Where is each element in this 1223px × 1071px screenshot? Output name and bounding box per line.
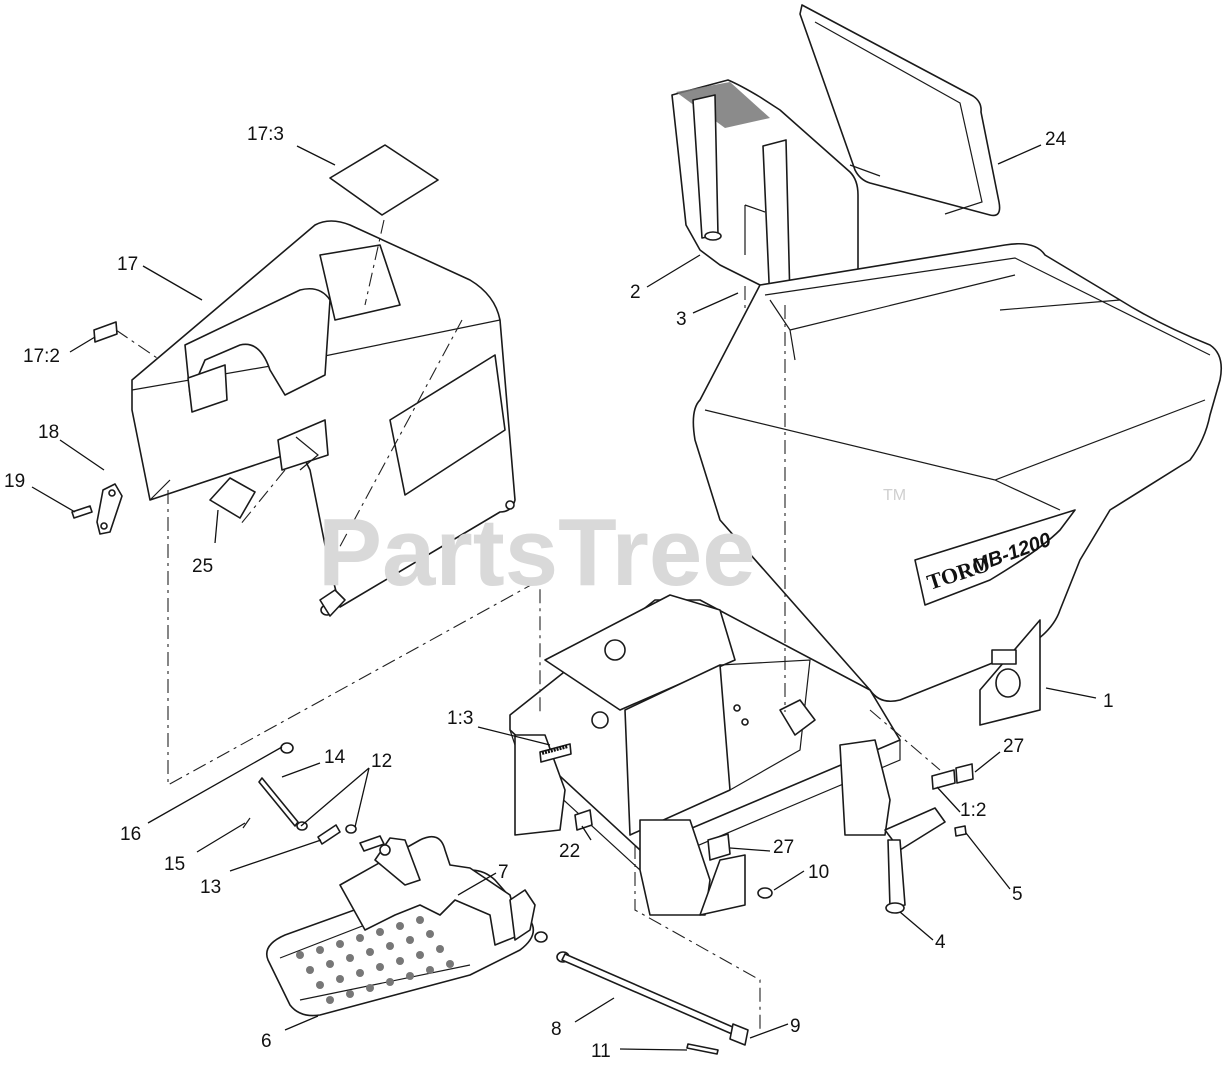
callout-17-2: 17:2	[23, 346, 60, 367]
callout-16: 16	[120, 824, 141, 845]
callout-22: 22	[559, 841, 580, 862]
frame-chassis	[509, 594, 901, 916]
callout-18: 18	[38, 422, 59, 443]
part-16-ring	[280, 742, 294, 754]
part-pivot-pin	[359, 835, 385, 852]
callout-24: 24	[1045, 129, 1067, 150]
assembly-centerlines	[115, 219, 941, 1030]
callout-4: 4	[935, 932, 946, 953]
callout-25: 25	[192, 556, 213, 577]
part-25-decal	[209, 477, 256, 519]
callout-3: 3	[676, 309, 687, 330]
part-17-2-decal	[93, 321, 118, 343]
part-10-washer	[757, 887, 773, 899]
part-5-bolt	[954, 825, 967, 837]
callout-10: 10	[808, 862, 829, 883]
callout-15: 15	[164, 854, 185, 875]
part-11-cotter	[686, 1043, 719, 1055]
callout-1-3: 1:3	[447, 708, 473, 729]
part-13-spring	[317, 824, 341, 845]
part-22-decal	[574, 809, 593, 831]
callout-2: 2	[630, 282, 641, 303]
leader-lines	[31, 144, 1097, 1051]
part-1-2-decal	[931, 769, 956, 790]
callout-6: 6	[261, 1031, 272, 1052]
callout-19: 19	[4, 471, 25, 492]
part-12-washer-b	[345, 824, 357, 834]
part-6-step	[266, 869, 535, 1017]
callout-27-upper: 27	[1003, 736, 1024, 757]
callout-17: 17	[117, 254, 138, 275]
callout-8: 8	[551, 1019, 562, 1040]
part-17-cover	[131, 220, 516, 617]
part-bushing	[534, 931, 548, 943]
callout-labels: 17:3 24 17 2 3 17:2 18 19 25 1 1:3 14 27…	[4, 124, 1114, 1062]
step-holes	[296, 916, 454, 1004]
part-15-clip	[242, 817, 251, 829]
part-14-pin	[258, 777, 299, 827]
callout-7: 7	[498, 862, 509, 883]
callout-11: 11	[591, 1041, 611, 1062]
callout-27-lower: 27	[773, 837, 794, 858]
part-4-stand	[884, 807, 946, 914]
callout-5: 5	[1012, 884, 1023, 905]
watermark-trademark: TM	[883, 487, 906, 504]
part-24-top-panel	[799, 4, 1001, 217]
part-18-link	[96, 483, 123, 535]
callout-13: 13	[200, 877, 221, 898]
part-27-decal-lower	[707, 833, 731, 861]
part-2-deflector	[671, 79, 859, 323]
part-7-bracket	[339, 835, 536, 946]
part-17-3-decal	[329, 144, 439, 216]
part-8-rod	[556, 951, 736, 1035]
callout-12: 12	[371, 751, 392, 772]
callout-1: 1	[1103, 691, 1114, 712]
callout-14: 14	[324, 747, 346, 768]
part-27-decal-upper	[955, 763, 974, 784]
callout-9: 9	[790, 1016, 801, 1037]
callout-1-2: 1:2	[960, 800, 986, 821]
callout-17-3: 17:3	[247, 124, 284, 145]
part-19-screw	[71, 505, 93, 519]
part-9-spacer	[729, 1023, 749, 1046]
watermark-text: PartsTree	[318, 499, 756, 606]
